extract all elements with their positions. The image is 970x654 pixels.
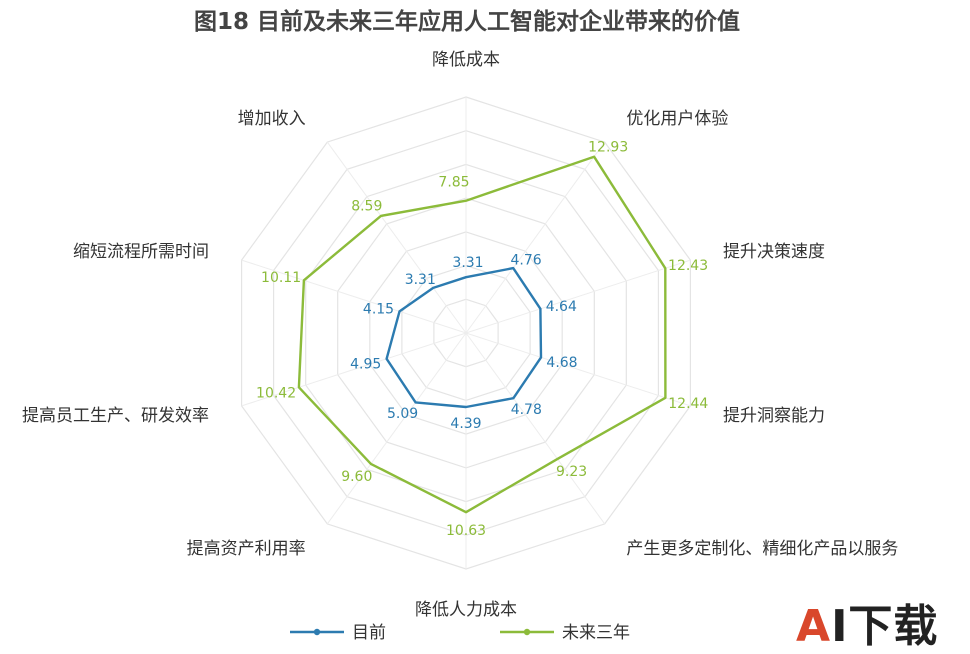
grid-spoke: [465, 332, 691, 407]
data-label-future: 10.11: [261, 270, 301, 286]
grid-spoke: [326, 332, 467, 525]
legend-swatch-dot: [523, 628, 531, 636]
axis-label: 缩短流程所需时间: [73, 242, 209, 262]
axis-label: 产生更多定制化、精细化产品以服务: [626, 539, 898, 559]
data-label-current: 4.68: [546, 355, 577, 371]
data-label-future: 10.42: [256, 386, 296, 402]
axis-label: 提高资产利用率: [187, 539, 306, 559]
data-label-future: 9.23: [556, 464, 587, 480]
grid-spoke: [465, 332, 606, 525]
legend-label: 未来三年: [562, 623, 630, 643]
axis-label: 增加收入: [238, 109, 306, 129]
data-label-current: 4.95: [350, 357, 381, 373]
legend: 目前 未来三年: [290, 623, 630, 643]
data-label-current: 3.31: [452, 255, 483, 271]
data-label-future: 9.60: [341, 469, 372, 485]
legend-label: 目前: [352, 623, 386, 643]
data-label-current: 4.64: [546, 299, 577, 315]
data-label-future: 12.43: [668, 258, 708, 274]
grid-spoke: [241, 332, 467, 407]
series-current-line: [385, 266, 543, 409]
data-label-current: 3.31: [405, 272, 436, 288]
axis-label: 提升决策速度: [723, 242, 825, 262]
watermark: [770, 588, 970, 648]
series-future-line: [297, 155, 667, 514]
grid-spoke: [326, 141, 467, 334]
axis-label: 优化用户体验: [626, 109, 728, 129]
legend-swatch-dot: [313, 628, 321, 636]
axis-label: 降低人力成本: [415, 600, 517, 620]
grid-spoke: [465, 141, 606, 334]
grid-spoke: [465, 259, 691, 334]
radar-series: 3.31 4.76 4.64 4.68 4.78 4.39 5.09 4.95 4.15 3.31…: [256, 139, 708, 539]
watermark-logo: AI下载: [796, 601, 939, 652]
axis-label: 提升洞察能力: [723, 406, 825, 426]
data-label-current: 4.76: [511, 252, 542, 268]
data-label-current: 5.09: [387, 406, 418, 422]
radar-labels: 降低成本优化用户体验提升决策速度提升洞察能力产生更多定制化、精细化产品以服务降低…: [22, 50, 898, 620]
axis-label: 提高员工生产、研发效率: [22, 406, 209, 426]
data-label-future: 12.93: [588, 139, 628, 155]
data-label-future: 7.85: [438, 175, 469, 191]
axis-label: 降低成本: [432, 50, 500, 70]
data-label-future: 10.63: [446, 523, 486, 539]
chart-title: 图18 目前及未来三年应用人工智能对企业带来的价值: [194, 8, 740, 35]
grid-spoke: [241, 259, 467, 334]
data-label-current: 4.78: [511, 402, 542, 418]
radar-grid: [241, 96, 692, 570]
data-label-current: 4.15: [363, 302, 394, 318]
data-label-future: 12.44: [668, 396, 708, 412]
data-label-current: 4.39: [450, 416, 481, 432]
data-label-future: 8.59: [351, 199, 382, 215]
